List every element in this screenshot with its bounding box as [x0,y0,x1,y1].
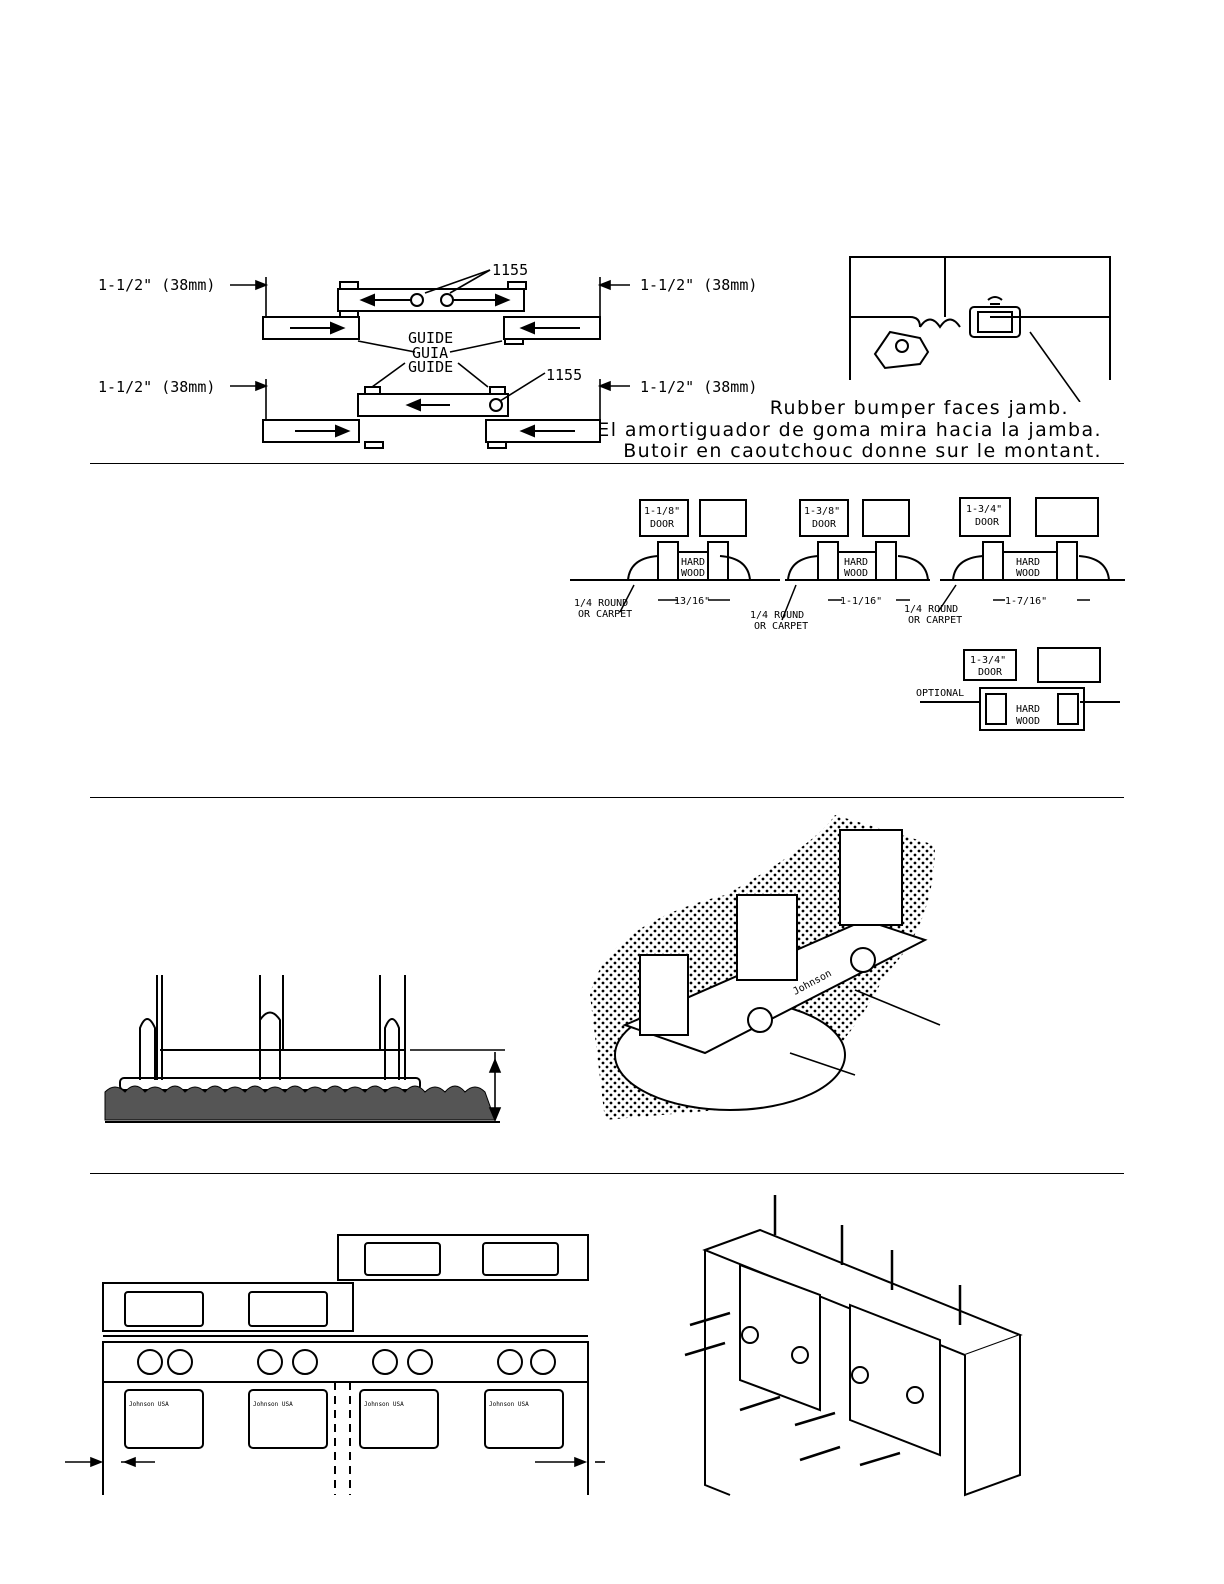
bracket-text-1: Johnson USA [129,1401,169,1408]
left-door-lower [262,419,360,443]
bracket-text-3: Johnson USA [364,1401,404,1408]
door-thickness-2: 1-3/8" [804,506,840,517]
floor-label-optional-b: WOOD [1016,716,1040,727]
section-divider-1 [90,463,1124,464]
track-bumper-diagram [849,256,1111,402]
note-3a: 1/4 ROUND [904,604,958,615]
guide-diagram-optional [920,647,1120,731]
door-alignment-diagram: 1-1/2" (38mm) 1-1/2" (38mm) 1-1/2" (38mm… [98,261,757,449]
right-door-lower [485,419,601,443]
note-2b: OR CARPET [754,621,808,632]
rubber-bumper [969,306,1021,338]
hanger-bracket-1 [124,1389,204,1449]
bumper-caption-fr: Butoir en caoutchouc donne sur le montan… [623,440,1102,462]
door-thickness-3: 1-3/4" [966,504,1002,515]
floor-label-3b: WOOD [1016,568,1040,579]
section-divider-3 [90,1173,1124,1174]
gap-dim-1: 13/16" [674,596,710,607]
hanger-bracket-front-2 [849,1303,941,1457]
floor-label-1a: HARD [681,557,705,568]
top-door-upper [337,288,525,312]
hanger-bracket-3 [359,1389,439,1449]
left-door-upper [262,316,360,340]
floor-label-1b: WOOD [681,568,705,579]
gap-dim-3: 1-7/16" [1005,596,1047,607]
hanger-bracket-front-1 [739,1263,821,1412]
top-door-lower [357,393,509,417]
guide-label-1: GUIDE [408,329,453,347]
dim-label-bottom-right: 1-1/2" (38mm) [640,378,757,396]
note-1b: OR CARPET [578,609,632,620]
guide-label-3: GUIDE [408,358,453,376]
guide-diagram-2 [785,499,930,581]
guide-on-carpet-diagram [104,975,505,1123]
hanger-perspective [684,1195,1023,1497]
dim-label-top-right: 1-1/2" (38mm) [640,276,757,294]
bracket-text-4: Johnson USA [489,1401,529,1408]
note-2a: 1/4 ROUND [750,610,804,621]
gap-dim-2: 1-1/16" [840,596,882,607]
note-3b: OR CARPET [908,615,962,626]
door-label-optional: DOOR [978,667,1003,678]
optional-label: OPTIONAL [916,688,964,699]
guide-post-right [839,829,903,926]
part-number-upper: 1155 [492,261,528,279]
door-label-2: DOOR [812,519,837,530]
right-door-upper [503,316,601,340]
bracket-text-2: Johnson USA [253,1401,293,1408]
bumper-caption-es: El amortiguador de goma mira hacia la ja… [597,419,1102,441]
door-thickness-optional: 1-3/4" [970,655,1006,666]
note-1a: 1/4 ROUND [574,598,628,609]
hanger-bracket-2 [248,1389,328,1449]
door-thickness-1: 1-1/8" [644,506,680,517]
dim-label-bottom-left: 1-1/2" (38mm) [98,378,215,396]
guide-diagram-3 [940,497,1125,581]
door-label-1: DOOR [650,519,675,530]
hanger-alignment-diagram: Johnson USA Johnson USA Johnson USA John… [65,1234,605,1495]
floor-guide-diagrams: 1-1/8" DOOR HARD WOOD 13/16" 1/4 ROUND O… [570,497,1125,731]
guide-label-2: GUIA [412,344,448,362]
guide-post-left [639,954,689,1036]
hanger-bracket-4 [484,1389,564,1449]
floor-label-3a: HARD [1016,557,1040,568]
part-number-lower: 1155 [546,366,582,384]
floor-label-optional-a: HARD [1016,704,1040,715]
dim-label-top-left: 1-1/2" (38mm) [98,276,215,294]
floor-label-2a: HARD [844,557,868,568]
floor-guide-perspective: Johnson [590,815,941,1120]
bumper-caption-en: Rubber bumper faces jamb. [769,397,1069,419]
section-divider-2 [90,797,1124,798]
carpet [104,1085,496,1121]
guide-post-center [736,894,798,981]
floor-label-2b: WOOD [844,568,868,579]
guide-diagram-1 [570,499,780,581]
door-label-3: DOOR [975,517,1000,528]
